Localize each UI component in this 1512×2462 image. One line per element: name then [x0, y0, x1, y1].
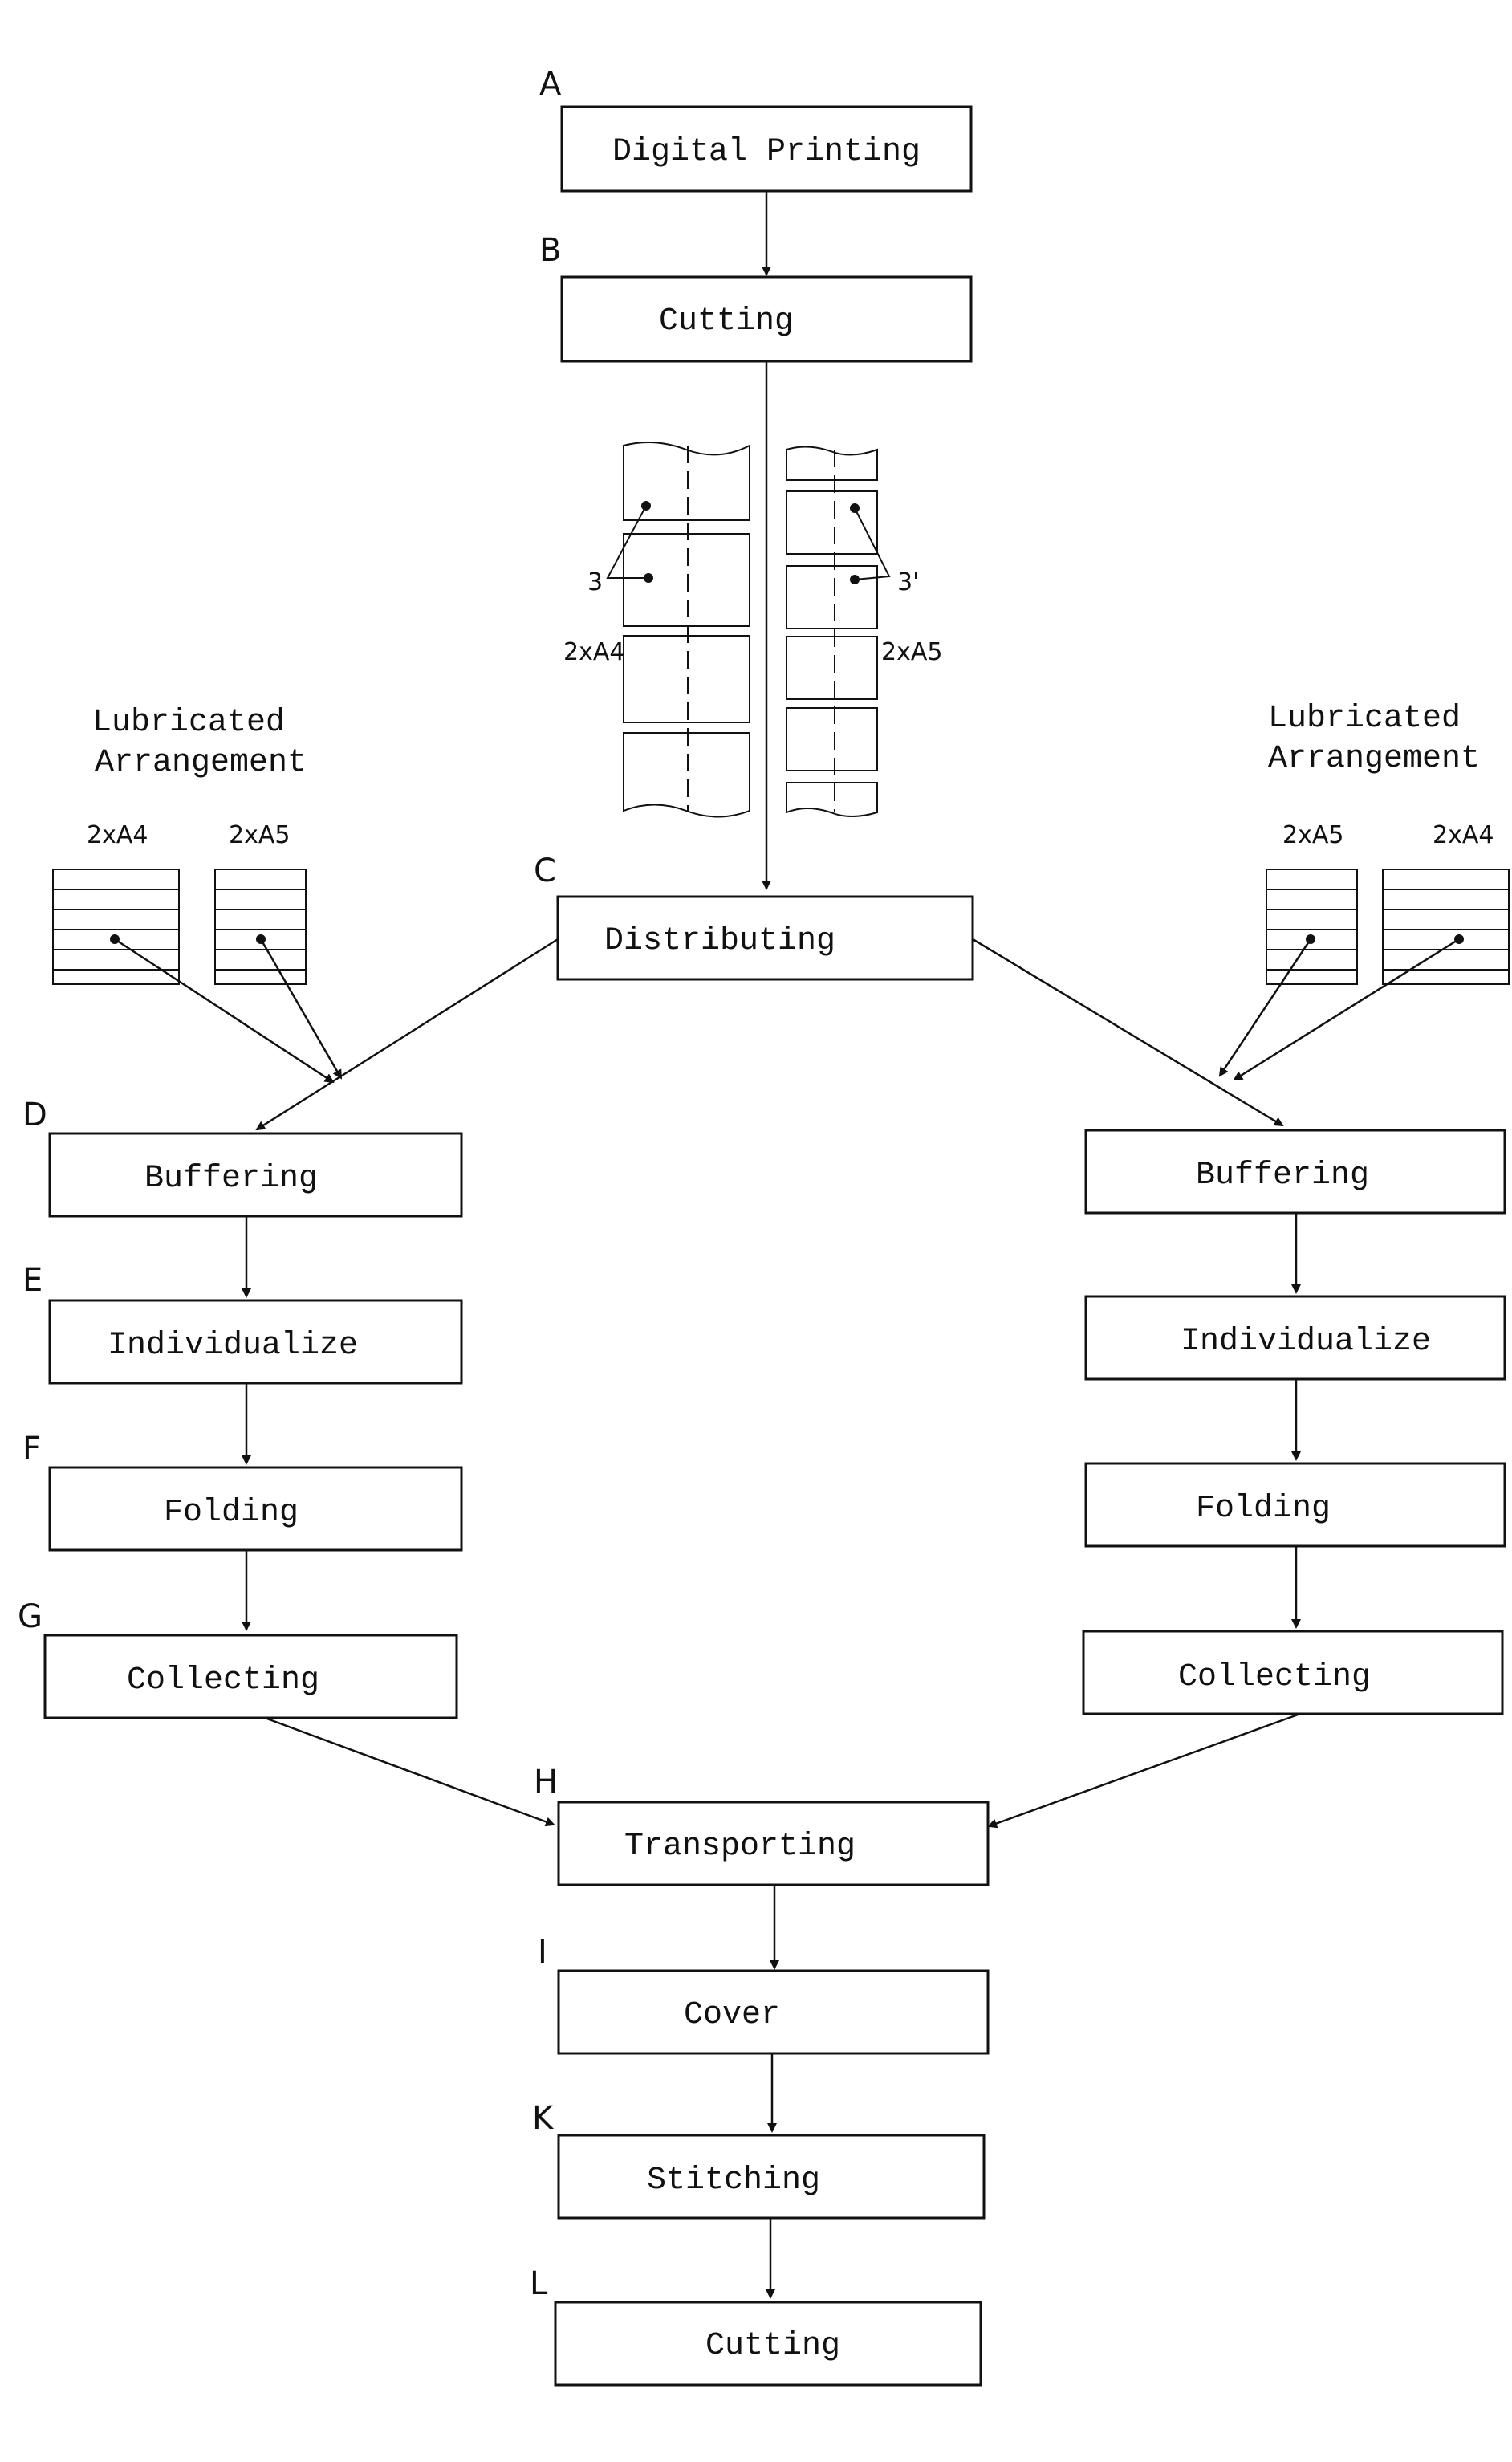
- step-g-letter: G: [18, 1598, 43, 1635]
- lubricated-right-line1: Lubricated: [1268, 701, 1461, 737]
- step-a-letter: A: [539, 66, 562, 103]
- stack-right-1-label: 2xA5: [1282, 821, 1343, 849]
- step-f-right: Folding: [1086, 1463, 1505, 1546]
- step-d-letter: D: [22, 1097, 47, 1133]
- step-d-left: D Buffering: [22, 1097, 461, 1216]
- step-f-right-label: Folding: [1196, 1491, 1331, 1527]
- step-g-right-label: Collecting: [1178, 1659, 1371, 1695]
- arrow-c-d-right: [973, 939, 1282, 1125]
- step-l-letter: L: [530, 2265, 548, 2302]
- stack-left-1-label: 2xA4: [87, 821, 148, 849]
- step-g-right: Collecting: [1083, 1631, 1502, 1714]
- step-a-label: Digital Printing: [612, 134, 921, 170]
- step-l: L Cutting: [530, 2265, 981, 2385]
- step-i: I Cover: [538, 1934, 988, 2053]
- step-b-label: Cutting: [659, 303, 794, 340]
- step-d-right-label: Buffering: [1196, 1158, 1369, 1194]
- stack-left-2-label: 2xA5: [229, 821, 290, 849]
- stack-right-1: [1266, 869, 1357, 984]
- step-d-left-label: Buffering: [144, 1161, 318, 1197]
- sheets-right-column: 3' 2xA5: [786, 446, 942, 816]
- step-g-left-label: Collecting: [127, 1662, 319, 1699]
- step-b: B Cutting: [539, 232, 971, 361]
- step-h: H Transporting: [534, 1764, 988, 1885]
- sheets-left-column: 3 2xA4: [563, 442, 750, 817]
- stack-left-1: [53, 869, 179, 984]
- lubricated-left-line1: Lubricated: [92, 705, 285, 741]
- lubricated-left-line2: Arrangement: [95, 745, 307, 781]
- step-c: C Distributing: [534, 853, 973, 979]
- step-c-label: Distributing: [604, 923, 835, 959]
- arrow-g-h-right: [989, 1714, 1300, 1826]
- step-k-label: Stitching: [647, 2163, 820, 2199]
- step-h-letter: H: [534, 1764, 558, 1801]
- step-k: K Stitching: [532, 2100, 984, 2218]
- step-f-letter: F: [22, 1430, 41, 1467]
- step-a: A Digital Printing: [539, 66, 971, 191]
- step-e-right: Individualize: [1086, 1296, 1505, 1379]
- step-f-left-label: Folding: [164, 1495, 299, 1531]
- step-i-letter: I: [538, 1934, 547, 1971]
- step-i-label: Cover: [684, 1997, 780, 2033]
- arrow-c-d-left: [257, 939, 558, 1129]
- lubricated-arrangement-left: Lubricated Arrangement 2xA4 2xA5: [53, 705, 341, 1082]
- step-e-left: E Individualize: [22, 1262, 461, 1383]
- lubricated-right-line2: Arrangement: [1268, 741, 1480, 777]
- step-d-right: Buffering: [1086, 1130, 1505, 1213]
- sheet-ref-left: 3: [587, 568, 603, 596]
- sheet-format-left: 2xA4: [563, 638, 624, 666]
- step-c-letter: C: [534, 853, 556, 889]
- sheet-ref-right: 3': [897, 568, 919, 596]
- step-g-left: G Collecting: [18, 1598, 457, 1718]
- step-e-right-label: Individualize: [1181, 1324, 1431, 1360]
- arrow-g-h-left: [265, 1718, 554, 1825]
- sheet-format-right: 2xA5: [881, 638, 942, 666]
- step-b-letter: B: [539, 232, 561, 269]
- step-l-label: Cutting: [705, 2328, 840, 2364]
- step-e-letter: E: [22, 1262, 43, 1299]
- step-e-left-label: Individualize: [108, 1328, 358, 1364]
- stack-left-2: [215, 869, 306, 984]
- step-k-letter: K: [532, 2100, 555, 2137]
- stack-right-2: [1383, 869, 1509, 984]
- step-f-left: F Folding: [22, 1430, 461, 1550]
- step-h-label: Transporting: [624, 1829, 856, 1865]
- stack-right-2-label: 2xA4: [1433, 821, 1494, 849]
- lubricated-arrangement-right: Lubricated Arrangement 2xA5 2xA4: [1220, 701, 1509, 1080]
